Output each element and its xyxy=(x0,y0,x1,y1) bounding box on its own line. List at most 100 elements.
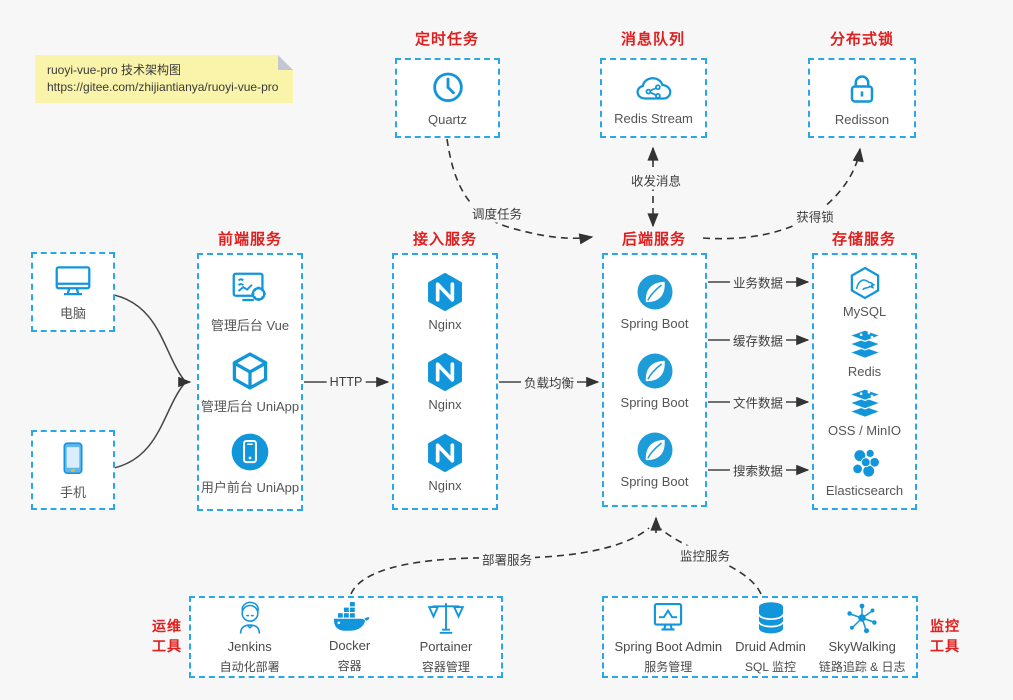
cube-icon xyxy=(228,349,272,393)
node-label: Nginx xyxy=(428,477,462,493)
group-title-frontend: 前端服务 xyxy=(217,231,283,248)
tool-desc: 服务管理 xyxy=(644,659,693,674)
node-label: 管理后台 Vue xyxy=(210,318,290,334)
lock-icon xyxy=(842,69,882,109)
node-phone: 手机 xyxy=(54,439,92,501)
node-spring-boot-admin: Spring Boot Admin 服务管理 xyxy=(614,600,722,675)
tool-name: Jenkins xyxy=(227,638,272,654)
node-label: 电脑 xyxy=(59,306,86,321)
node-label: Nginx xyxy=(428,397,462,413)
edge-label-cache-data: 缓存数据 xyxy=(729,330,787,350)
node-label: Spring Boot xyxy=(620,394,689,410)
access-services-group: Nginx Nginx Nginx xyxy=(392,253,498,510)
oss-icon xyxy=(846,386,884,420)
node-label: Redisson xyxy=(834,112,890,127)
group-title-ops: 运维 工具 xyxy=(152,618,182,654)
node-portainer: Portainer 容器管理 xyxy=(419,600,473,675)
note-fold-corner xyxy=(278,55,293,70)
edge-phone-to-frontend xyxy=(113,383,185,469)
node-nginx-3: Nginx xyxy=(423,431,467,493)
storage-services-group: MySQL Redis OSS xyxy=(812,253,917,510)
portainer-icon xyxy=(427,600,465,636)
node-label: Spring Boot xyxy=(620,315,689,331)
mysql-icon xyxy=(847,265,883,301)
node-label: 手机 xyxy=(59,485,86,500)
admin-vue-icon xyxy=(227,268,273,312)
node-user-uniapp: 用户前台 UniApp xyxy=(201,430,299,496)
skywalking-icon xyxy=(844,600,880,636)
redis-icon xyxy=(846,327,884,361)
node-label: Redis Stream xyxy=(614,111,693,126)
client-computer-box: 电脑 xyxy=(31,252,115,332)
sticky-note: ruoyi-vue-pro 技术架构图 https://gitee.com/zh… xyxy=(35,55,293,103)
spring-boot-icon xyxy=(634,350,676,392)
lock-group: Redisson xyxy=(808,58,916,138)
nginx-icon xyxy=(423,350,467,394)
edge-label-schedule: 调度任务 xyxy=(468,203,526,223)
phone-icon xyxy=(54,439,92,479)
spring-boot-icon xyxy=(634,271,676,313)
edge-label-deploy: 部署服务 xyxy=(478,549,536,569)
monitoring-tools-group: Spring Boot Admin 服务管理 Druid Admin SQL 监… xyxy=(602,596,918,678)
mobile-app-icon xyxy=(228,430,272,474)
edge-label-search-data: 搜索数据 xyxy=(729,460,787,480)
mq-group: Redis Stream xyxy=(600,58,707,138)
frontend-services-group: 管理后台 Vue 管理后台 UniApp 用户前台 UniApp xyxy=(197,253,303,511)
backend-services-group: Spring Boot Spring Boot Spring Boot xyxy=(602,253,707,507)
group-title-storage: 存储服务 xyxy=(831,231,897,248)
tool-name: Docker xyxy=(329,637,371,653)
node-label: Spring Boot xyxy=(620,474,689,490)
node-label: 用户前台 UniApp xyxy=(200,479,300,495)
group-title-scheduler: 定时任务 xyxy=(414,31,480,48)
docker-icon xyxy=(330,601,370,635)
spring-boot-icon xyxy=(634,429,676,471)
node-docker: Docker 容器 xyxy=(329,601,370,674)
node-nginx-1: Nginx xyxy=(423,270,467,332)
tool-name: SkyWalking xyxy=(828,638,896,654)
edge-label-http: HTTP xyxy=(326,375,366,389)
tool-name: Portainer xyxy=(419,638,473,654)
scheduler-group: Quartz xyxy=(395,58,500,138)
node-admin-uniapp: 管理后台 UniApp xyxy=(201,349,299,415)
nginx-icon xyxy=(423,431,467,475)
edge-label-file-data: 文件数据 xyxy=(729,392,787,412)
node-label: OSS / MinIO xyxy=(828,423,901,439)
node-skywalking: SkyWalking 链路追踪 & 日志 xyxy=(819,600,906,675)
node-admin-vue: 管理后台 Vue xyxy=(211,268,289,334)
edge-label-messages: 收发消息 xyxy=(627,170,685,190)
node-jenkins: Jenkins 自动化部署 xyxy=(220,600,280,675)
group-title-lock: 分布式锁 xyxy=(829,31,895,48)
note-url: https://gitee.com/zhijiantianya/ruoyi-vu… xyxy=(47,80,279,94)
node-redisson: Redisson xyxy=(835,69,889,127)
edge-label-monitor: 监控服务 xyxy=(676,545,734,565)
node-redis: Redis xyxy=(846,327,884,379)
druid-icon xyxy=(753,600,789,636)
node-mysql: MySQL xyxy=(843,265,886,319)
edge-label-load-balance: 负载均衡 xyxy=(520,372,578,392)
edge-computer-to-frontend xyxy=(113,294,185,381)
group-title-monitoring: 监控 工具 xyxy=(930,618,960,654)
node-label: Redis xyxy=(847,363,882,379)
elasticsearch-icon xyxy=(847,446,883,480)
spring-boot-admin-icon xyxy=(648,600,688,636)
node-label: Nginx xyxy=(428,317,462,333)
node-spring-boot-3: Spring Boot xyxy=(620,429,689,490)
node-oss-minio: OSS / MinIO xyxy=(828,386,901,438)
tool-desc: 容器 xyxy=(337,658,362,673)
tool-name: Druid Admin xyxy=(735,638,806,654)
tool-desc: 链路追踪 & 日志 xyxy=(818,659,906,674)
node-nginx-2: Nginx xyxy=(423,350,467,412)
ops-tools-group: Jenkins 自动化部署 Docker 容器 xyxy=(189,596,503,678)
edge-label-business-data: 业务数据 xyxy=(729,272,787,292)
node-label: Elasticsearch xyxy=(825,483,904,499)
desktop-icon xyxy=(51,262,95,300)
node-spring-boot-2: Spring Boot xyxy=(620,350,689,410)
node-quartz: Quartz xyxy=(428,69,468,127)
tool-name: Spring Boot Admin xyxy=(614,638,723,654)
group-title-backend: 后端服务 xyxy=(621,231,687,248)
node-druid: Druid Admin SQL 监控 xyxy=(735,600,806,675)
jenkins-icon xyxy=(231,600,269,636)
node-label: MySQL xyxy=(842,303,887,319)
clock-icon xyxy=(428,69,468,109)
note-title: ruoyi-vue-pro 技术架构图 xyxy=(47,63,182,77)
